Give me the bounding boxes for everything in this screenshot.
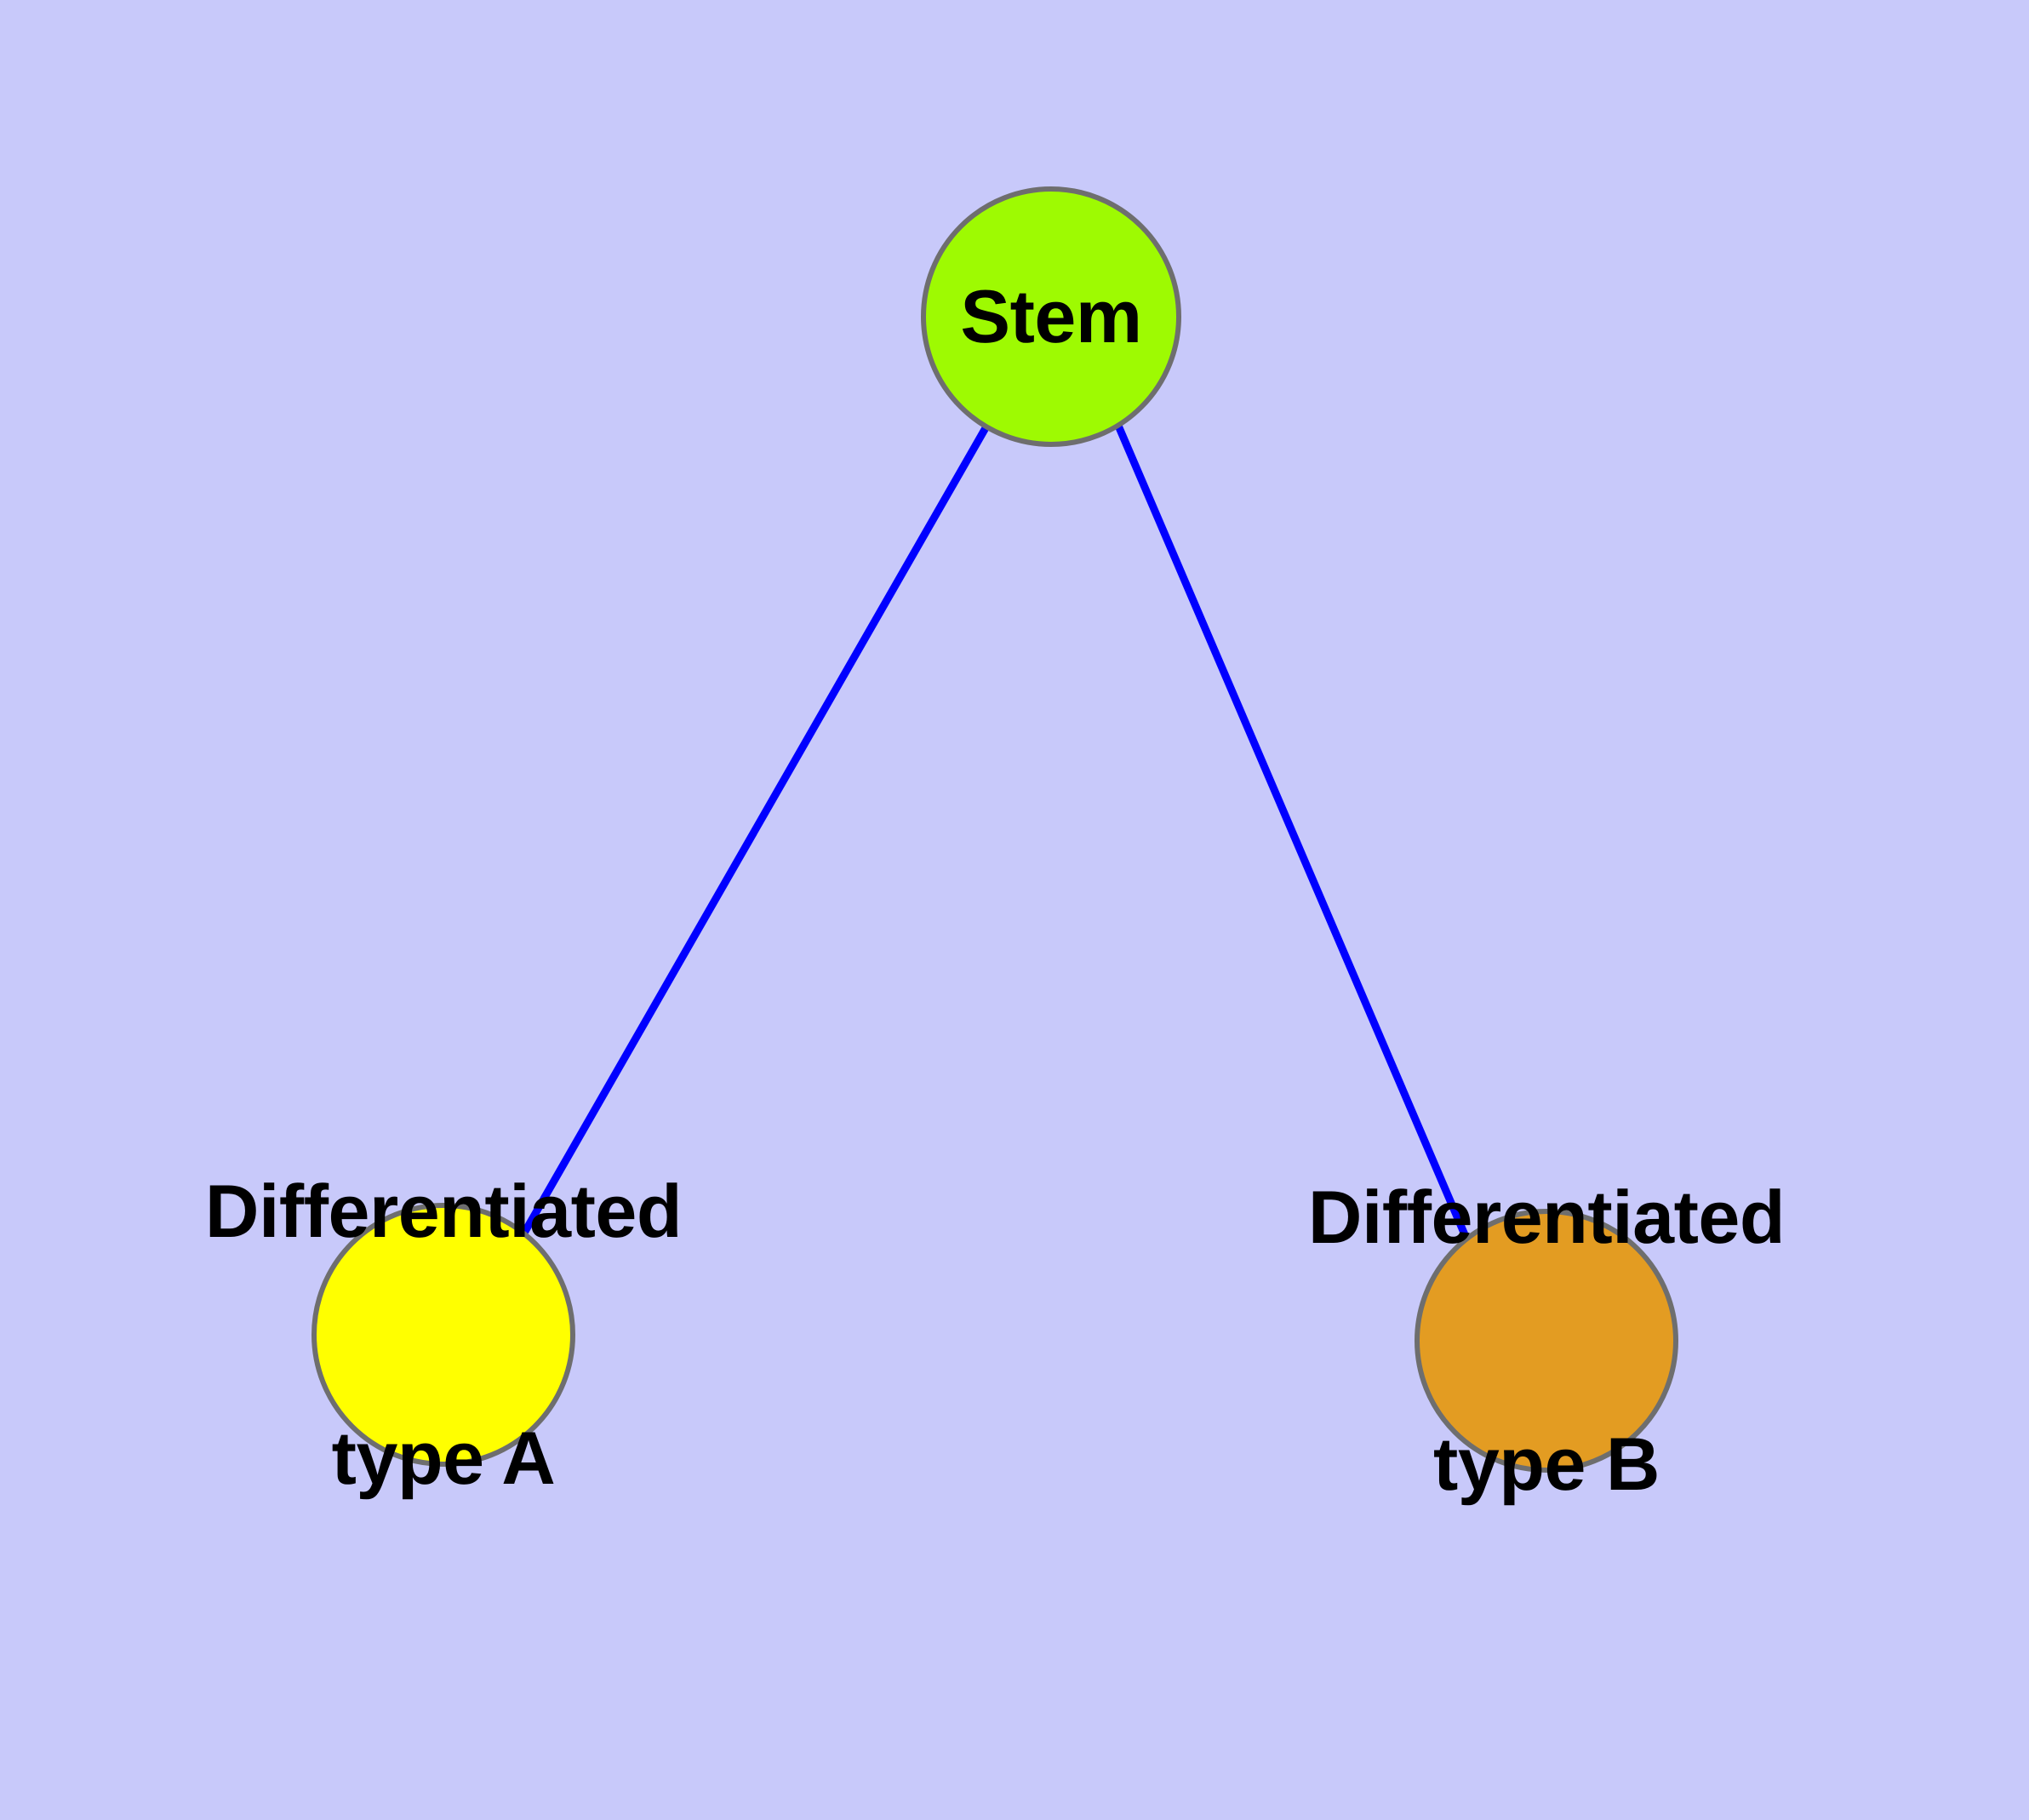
node-stem[interactable] xyxy=(921,186,1181,447)
node-differentiated-type-a[interactable] xyxy=(311,1203,575,1467)
node-layer xyxy=(311,186,1678,1473)
node-differentiated-type-b[interactable] xyxy=(1415,1209,1678,1473)
edge-layer xyxy=(520,424,1471,1240)
edge-stem-to-diff-b[interactable] xyxy=(1114,424,1471,1240)
edge-stem-to-diff-a[interactable] xyxy=(520,424,990,1237)
